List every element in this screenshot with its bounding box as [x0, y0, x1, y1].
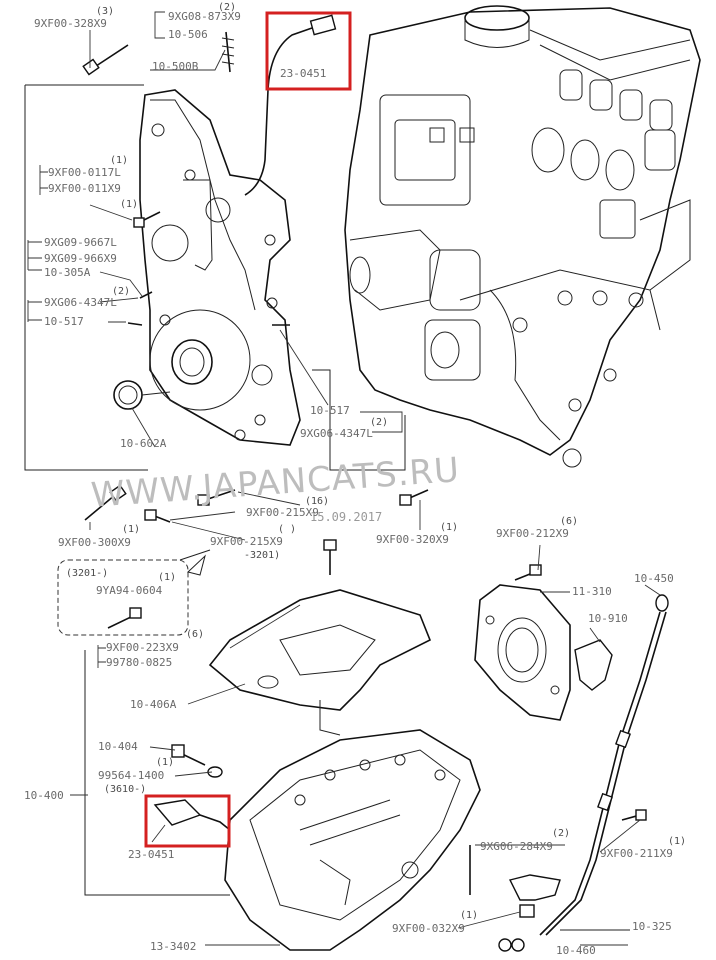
part-label[interactable]: 9XF00-032X9 [392, 922, 465, 935]
engine-block-drawing [344, 5, 701, 468]
qty-label: (2) [112, 286, 130, 297]
qty-label: (2) [552, 828, 570, 839]
part-label[interactable]: 9XF00-328X9 [34, 17, 107, 30]
qty-label: (1) [668, 836, 686, 847]
qty-label: (6) [560, 516, 578, 527]
baffle-plate-drawing [208, 589, 432, 736]
dashed-variant-box [57, 559, 189, 636]
highlight-box-top [265, 11, 352, 91]
oil-pan-drawing [224, 729, 481, 951]
frame-bracket-bottom [84, 650, 230, 896]
part-label[interactable]: 10-406A [130, 698, 177, 711]
qty-label: (1) [122, 524, 140, 535]
part-label[interactable]: 10-602A [120, 437, 167, 450]
part-label[interactable]: 99780-0825 [106, 656, 172, 669]
part-label[interactable]: 99564-1400 [98, 769, 164, 782]
rear-plate-drawing [474, 564, 571, 721]
part-label[interactable]: 9XG08-873X9 [168, 10, 241, 23]
qty-label: (1) [156, 757, 174, 768]
part-label[interactable]: 10-517 [44, 315, 84, 328]
part-label[interactable]: 9XF00-0117L [48, 166, 121, 179]
part-label[interactable]: 10-450 [634, 572, 674, 585]
bolt-icons-top [82, 31, 290, 326]
part-label[interactable]: 10-325 [632, 920, 672, 933]
part-label[interactable]: 23-0451 [280, 67, 326, 80]
part-label[interactable]: 9XF00-211X9 [600, 847, 673, 860]
part-label[interactable]: 9XG09-966X9 [44, 252, 117, 265]
part-label[interactable]: 10-517 [310, 404, 350, 417]
drain-plug-drawing [171, 744, 223, 778]
part-label[interactable]: 9XF00-300X9 [58, 536, 131, 549]
part-label[interactable]: 9YA94-0604 [96, 584, 163, 597]
code-label: (3201-) [66, 568, 108, 579]
part-label[interactable]: 10-500B [152, 60, 199, 73]
part-label[interactable]: 10-910 [588, 612, 628, 625]
qty-label: (1) [440, 522, 458, 533]
part-label[interactable]: 9XG06-284X9 [480, 840, 553, 853]
timing-cover-drawing [113, 89, 301, 446]
part-label[interactable]: 9XG09-9667L [44, 236, 117, 249]
part-910-drawing [574, 639, 613, 691]
qty-label: (16) [305, 496, 329, 507]
qty-label: ( ) [278, 524, 296, 535]
part-label[interactable]: 9XF00-320X9 [376, 533, 449, 546]
part-label[interactable]: 9XF00-215X9 [210, 535, 283, 548]
part-label[interactable]: 10-404 [98, 740, 138, 753]
part-label[interactable]: 9XF00-011X9 [48, 182, 121, 195]
part-label[interactable]: 10-460 [556, 944, 596, 957]
qty-label: (1) [158, 572, 176, 583]
part-label[interactable]: 9XF00-215X9 [246, 506, 319, 519]
part-label[interactable]: 10-400 [24, 789, 64, 802]
qty-label: (1) [460, 910, 478, 921]
qty-label: (6) [186, 629, 204, 640]
part-label[interactable]: 13-3402 [150, 940, 196, 953]
date-stamp: 15.09.2017 [310, 510, 382, 524]
highlight-box-bottom [144, 794, 231, 848]
code-label: -3201) [244, 550, 280, 561]
frame-bracket-left [24, 85, 148, 471]
qty-label: (2) [370, 417, 388, 428]
part-label[interactable]: 10-305A [44, 266, 91, 279]
part-label[interactable]: 23-0451 [128, 848, 174, 861]
part-label[interactable]: 11-310 [572, 585, 612, 598]
qty-label: (1) [110, 155, 128, 166]
arrow-icon [186, 554, 206, 576]
code-label: (3610-) [104, 784, 146, 795]
leader-lines [27, 11, 661, 946]
sensor-bottom-drawing [153, 799, 231, 831]
sensor-wire-top [244, 27, 313, 196]
bolt-icons-middle [84, 484, 429, 629]
qty-label: (3) [96, 6, 114, 17]
sensor-top-connector [309, 14, 337, 36]
part-label[interactable]: 9XF00-223X9 [106, 641, 179, 654]
qty-label: (1) [120, 199, 138, 210]
part-label[interactable]: 9XG06-4347L [44, 296, 117, 309]
part-label[interactable]: 9XF00-212X9 [496, 527, 569, 540]
bottom-right-bracket [469, 845, 561, 952]
dipstick-drawing [539, 594, 669, 936]
part-label[interactable]: 9XG06-4347L [300, 427, 373, 440]
qty-label: (2) [218, 2, 236, 13]
part-label[interactable]: 10-506 [168, 28, 208, 41]
